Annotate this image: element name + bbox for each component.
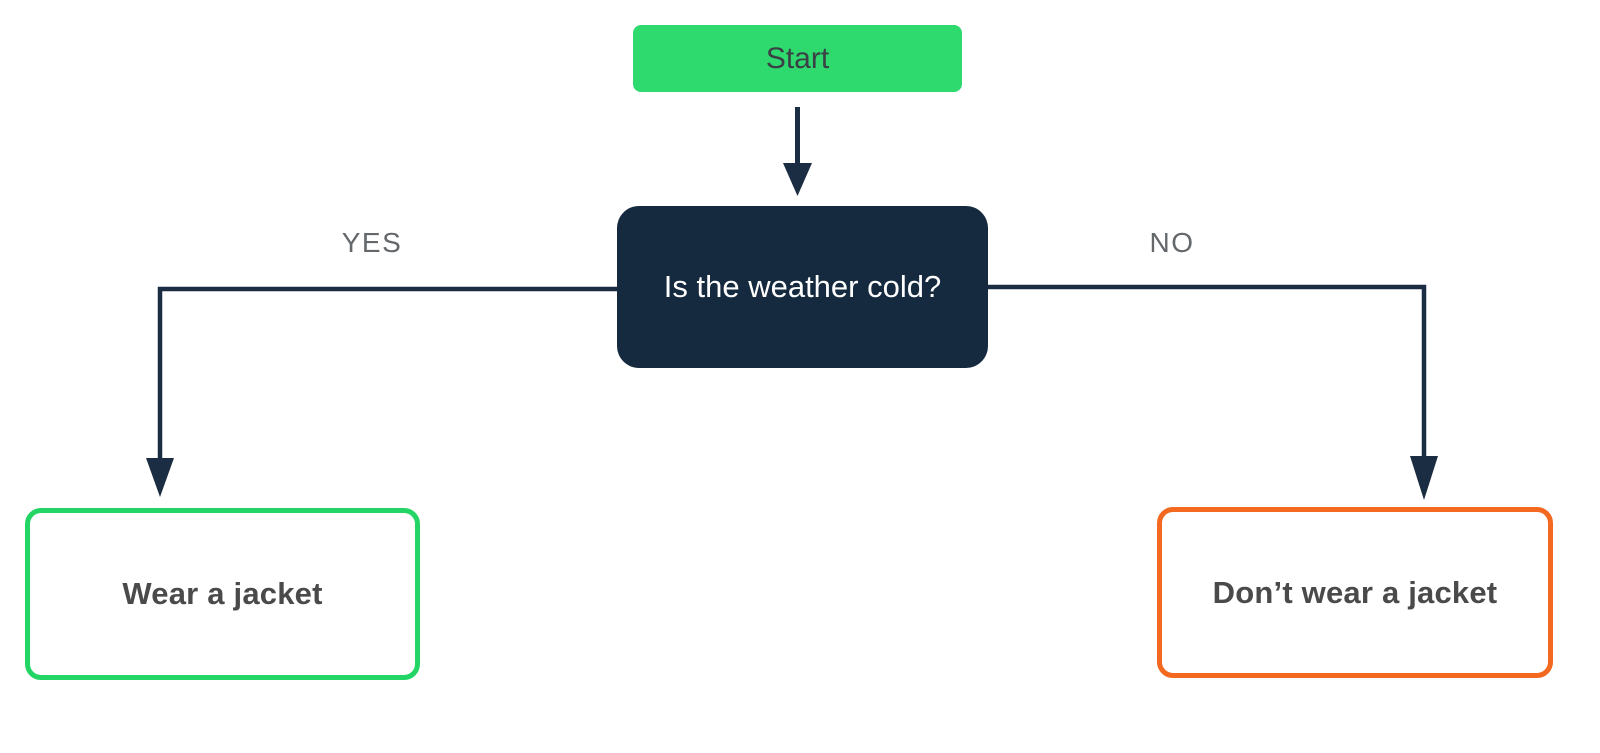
arrowhead-down-icon <box>146 458 174 497</box>
node-outcome-wear-jacket-label: Wear a jacket <box>122 576 323 611</box>
edge-label-no: NO <box>1149 227 1195 258</box>
edge-decision-to-no <box>985 284 1438 500</box>
edge-no-line <box>985 284 1427 458</box>
node-start: Start <box>633 25 962 92</box>
edge-yes-line <box>157 286 620 460</box>
node-outcome-dont-wear-jacket-label: Don’t wear a jacket <box>1212 574 1498 610</box>
arrowhead-down-icon <box>1410 456 1438 500</box>
node-decision: Is the weather cold? <box>617 206 988 368</box>
node-outcome-dont-wear-jacket: Don’t wear a jacket <box>1157 507 1553 678</box>
node-start-label: Start <box>765 41 830 75</box>
node-outcome-wear-jacket: Wear a jacket <box>25 508 420 680</box>
edge-decision-to-yes <box>146 286 620 497</box>
node-decision-label: Is the weather cold? <box>663 269 942 304</box>
edge-start-to-decision <box>783 107 812 196</box>
arrowhead-down-icon <box>783 163 812 196</box>
edge-label-yes: YES <box>341 227 403 258</box>
